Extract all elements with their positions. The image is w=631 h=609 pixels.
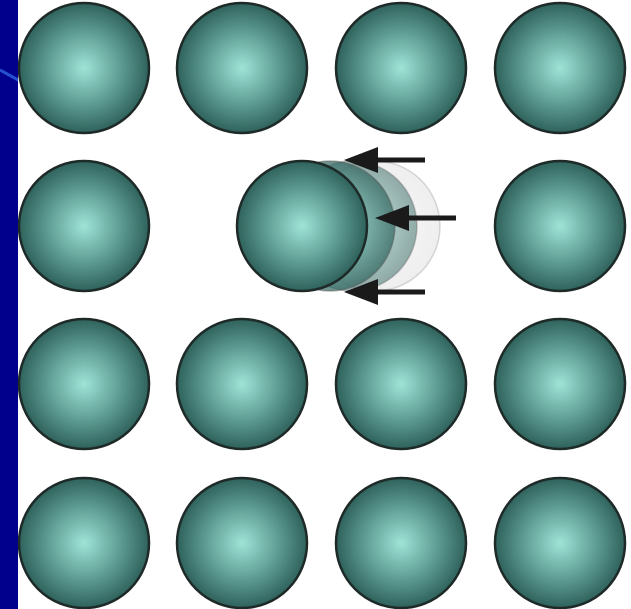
lattice-atom-r1-c2: [177, 3, 307, 133]
lattice-atom-r3-c4: [495, 319, 625, 449]
migrating-atom-group: [237, 161, 367, 291]
lattice-atom-r4-c2: [177, 478, 307, 608]
lattice-atom-r4-c4: [495, 478, 625, 608]
lattice-atom-r1-c1: [19, 3, 149, 133]
lattice-atom-r1-c4: [495, 3, 625, 133]
lattice-atom-r4-c3: [336, 478, 466, 608]
lattice-atom-r4-c1: [19, 478, 149, 608]
lattice-atom-r3-c3: [336, 319, 466, 449]
atom-lattice: [19, 3, 625, 608]
migrating-atom: [237, 161, 367, 291]
lattice-atom-r2-c4: [495, 161, 625, 291]
lattice-atom-r2-c1: [19, 161, 149, 291]
lattice-atom-r1-c3: [336, 3, 466, 133]
lattice-atom-r3-c1: [19, 319, 149, 449]
lattice-atom-r3-c2: [177, 319, 307, 449]
